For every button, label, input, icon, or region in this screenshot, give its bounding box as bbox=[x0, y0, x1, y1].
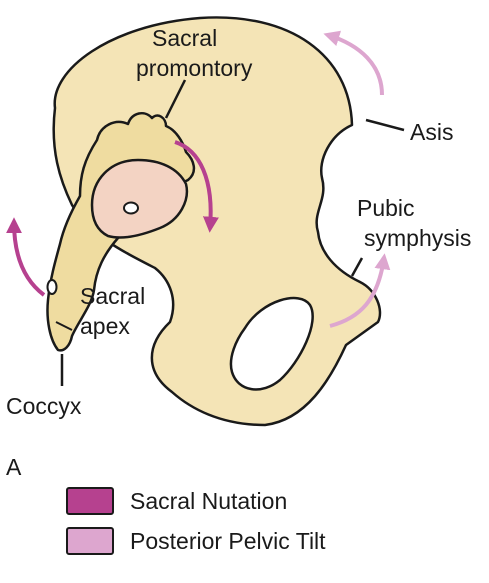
legend-item-sacral-nutation: Sacral Nutation bbox=[66, 486, 287, 516]
legend-label-sacral-nutation: Sacral Nutation bbox=[130, 487, 288, 514]
sacral-body bbox=[90, 158, 189, 239]
label-asis: Asis bbox=[410, 119, 453, 145]
label-pubic-symphysis-2: symphysis bbox=[364, 225, 471, 251]
obturator-foramen bbox=[229, 296, 314, 391]
legend-swatch-sacral-nutation bbox=[66, 487, 114, 515]
leader-line-promontory bbox=[164, 79, 187, 119]
tilt-arrow-pubic bbox=[329, 253, 391, 328]
nutation-arrow-apex bbox=[6, 217, 46, 297]
coccyx-segment-line bbox=[55, 321, 73, 331]
label-sacral-apex-2: apex bbox=[80, 313, 130, 339]
label-pubic-symphysis-1: Pubic bbox=[357, 195, 415, 221]
coccyx-foramen-dot bbox=[46, 279, 58, 295]
leader-line-asis bbox=[365, 118, 405, 132]
legend-item-posterior-pelvic-tilt: Posterior Pelvic Tilt bbox=[66, 526, 326, 556]
label-sacral-apex-1: Sacral bbox=[80, 283, 145, 309]
legend-swatch-posterior-pelvic-tilt bbox=[66, 527, 114, 555]
nutation-arrow-promontory bbox=[174, 140, 219, 233]
label-sacral-promontory-2: promontory bbox=[136, 55, 253, 81]
label-sacral-promontory-1: Sacral bbox=[152, 25, 217, 51]
sacral-foramen-dot bbox=[123, 201, 139, 215]
leader-line-pubic-symphysis bbox=[350, 257, 364, 277]
tilt-arrow-asis bbox=[323, 30, 384, 96]
legend-label-posterior-pelvic-tilt: Posterior Pelvic Tilt bbox=[130, 527, 326, 554]
label-coccyx: Coccyx bbox=[6, 393, 82, 419]
panel-letter: A bbox=[6, 454, 22, 480]
